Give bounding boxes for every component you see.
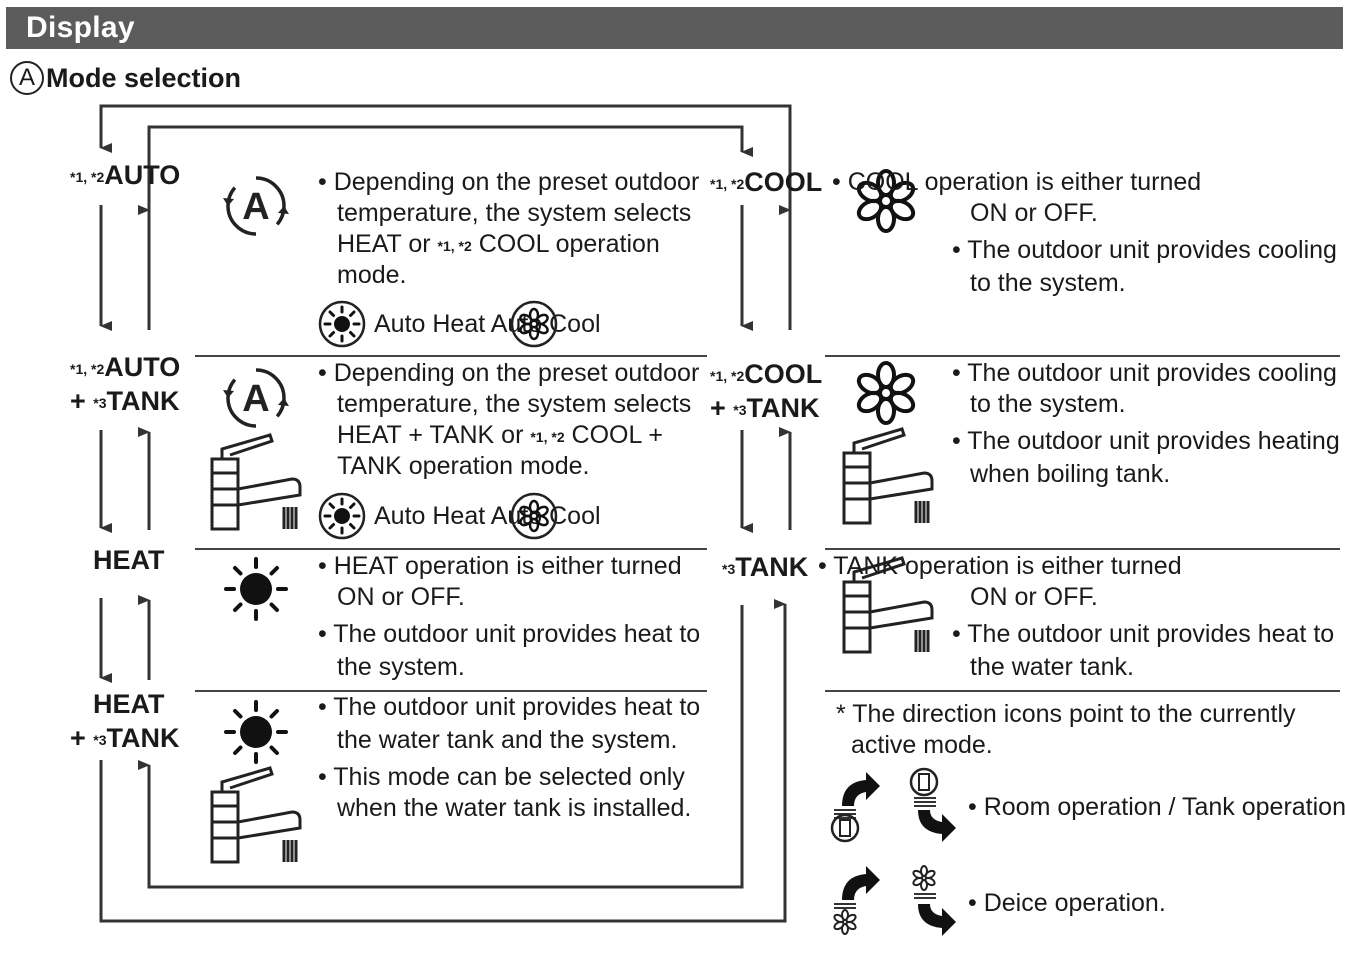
auto-cool-icon (510, 300, 558, 348)
divider (195, 548, 707, 550)
auto-legend: Auto Heat Auto Cool (318, 300, 601, 348)
auto-heat-icon (318, 300, 366, 348)
auto-tank-legend: Auto Heat Auto Cool (318, 492, 601, 540)
svg-text:A: A (242, 378, 269, 420)
direction-note: * The direction icons point to the curre… (836, 700, 1296, 759)
divider (195, 355, 707, 357)
mode-label-tank: *3TANK (722, 552, 809, 582)
header-bar: Display (6, 7, 1343, 49)
mode-label-heat-tank: HEAT + *3TANK (70, 689, 180, 753)
faucet-icon (210, 766, 302, 864)
heat-description: • HEAT operation is either turned ON or … (318, 552, 701, 681)
mode-label-heat: HEAT (93, 545, 165, 575)
auto-legend-text: Auto Heat Auto Cool (374, 501, 601, 530)
cool-flower-icon (856, 361, 916, 425)
section-heading: A Mode selection (10, 60, 241, 96)
tank-description: • TANK operation is either turned ON or … (818, 552, 1335, 681)
section-title: Mode selection (46, 62, 242, 93)
mode-label-auto-tank: *1, *2AUTO + *3TANK (70, 352, 181, 416)
heat-tank-description: • The outdoor unit provides heat to the … (318, 693, 701, 822)
room-tank-direction-icon (830, 767, 956, 843)
section-badge: A (10, 61, 44, 95)
divider (195, 690, 707, 692)
auto-legend-text: Auto Heat Auto Cool (374, 309, 601, 338)
auto-tank-description: • Depending on the preset outdoor temper… (318, 359, 700, 480)
room-tank-label: • Room operation / Tank operation. (968, 793, 1345, 821)
faucet-icon (210, 433, 302, 531)
cool-tank-description: • The outdoor unit provides cooling to t… (952, 359, 1340, 488)
faucet-icon (842, 427, 934, 525)
faucet-icon (842, 556, 934, 654)
divider (825, 548, 1340, 550)
auto-mode-icon: A (223, 368, 289, 428)
auto-cool-icon (510, 492, 558, 540)
sun-icon (224, 557, 288, 621)
header-title: Display (26, 11, 135, 44)
cool-description: • COOL operation is either turned ON or … (832, 168, 1337, 297)
mode-label-cool: *1, *2COOL (710, 167, 823, 197)
mode-label-auto: *1, *2AUTO (70, 160, 181, 190)
sun-icon (224, 700, 288, 764)
auto-mode-icon: A (223, 176, 289, 236)
svg-text:A: A (242, 186, 269, 228)
cool-flower-icon (856, 169, 916, 233)
auto-description: • Depending on the preset outdoor temper… (318, 168, 700, 289)
deice-direction-icon (833, 865, 956, 936)
divider (825, 690, 1340, 692)
deice-label: • Deice operation. (968, 889, 1166, 917)
divider (825, 355, 1340, 357)
mode-label-cool-tank: *1, *2COOL + *3TANK (710, 359, 823, 423)
auto-heat-icon (318, 492, 366, 540)
